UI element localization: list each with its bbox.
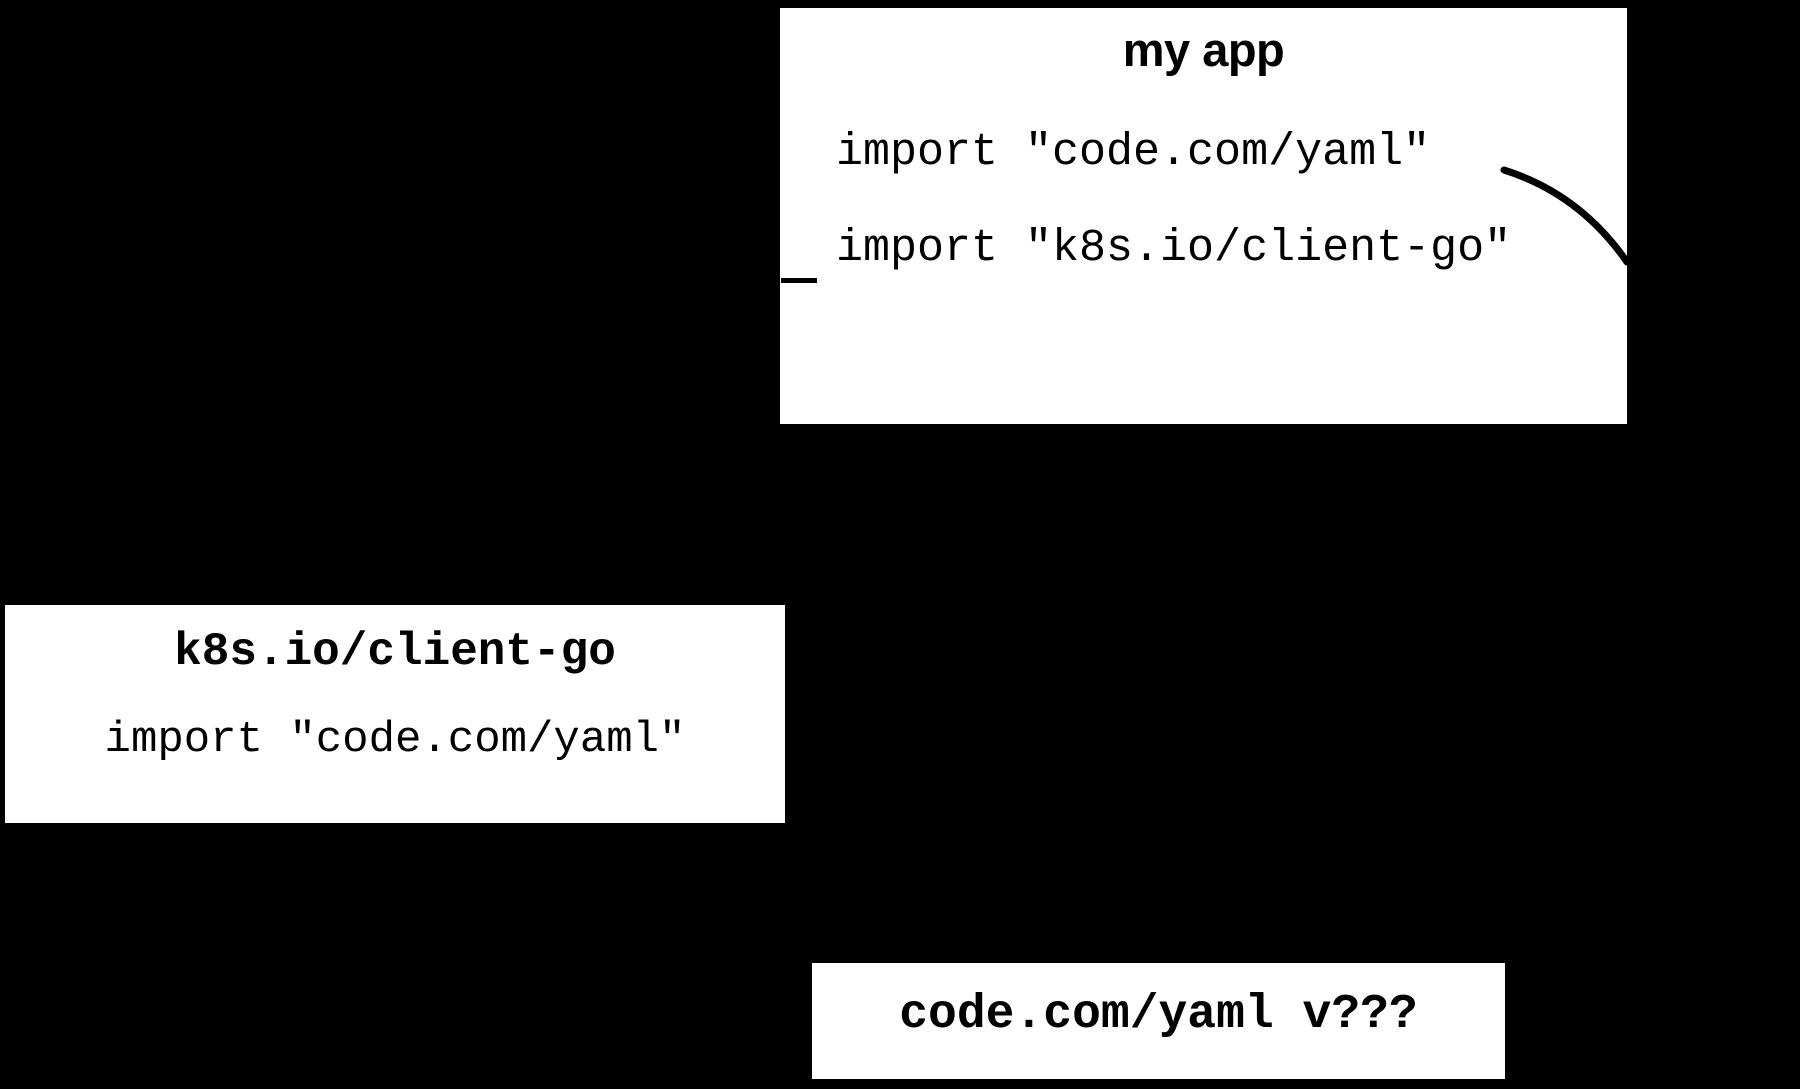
- node-my-app-title: my app: [1122, 23, 1285, 76]
- edge-stub-line-icon: [781, 278, 817, 283]
- node-my-app-import-k8s-io-client-go: import "k8s.io/client-go": [836, 223, 1512, 274]
- node-my-app[interactable]: my app import "code.com/yaml" import "k8…: [780, 8, 1627, 424]
- node-k8s-io-client-go-title: k8s.io/client-go: [174, 626, 616, 678]
- node-my-app-import-code-com-yaml: import "code.com/yaml": [836, 127, 1431, 178]
- node-code-com-yaml-module[interactable]: code.com/yaml v???: [812, 963, 1505, 1079]
- node-k8s-io-client-go[interactable]: k8s.io/client-go import "code.com/yaml": [5, 605, 785, 823]
- node-k8s-io-client-go-import-code-com-yaml: import "code.com/yaml": [104, 715, 686, 765]
- node-code-com-yaml-title: code.com/yaml v???: [899, 988, 1418, 1042]
